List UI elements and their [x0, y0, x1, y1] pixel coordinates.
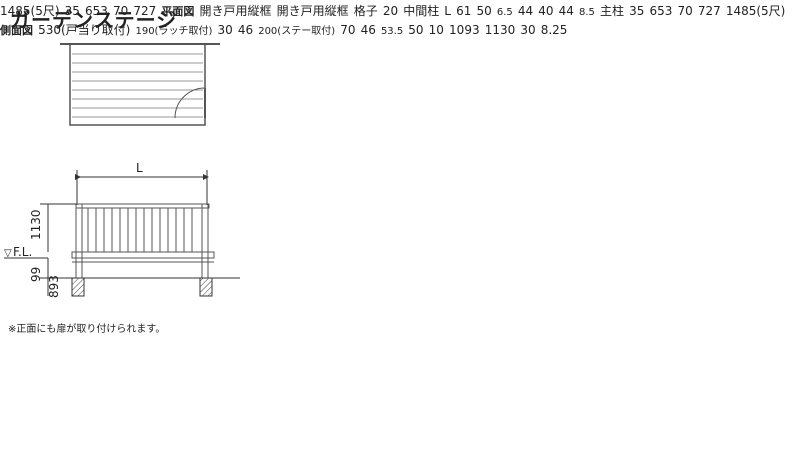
label-lattice: 格子	[353, 4, 378, 18]
plan-L-label: L	[444, 4, 451, 18]
plan-dim-50: 50	[476, 4, 492, 18]
floor-level-label: F.L.	[13, 245, 32, 259]
front-height-1130: 1130	[29, 209, 43, 240]
plan-section-title: 平面図	[161, 5, 195, 18]
side-dim-53-5: 53.5	[380, 26, 404, 37]
label-frame-b: 開き戸用縦框	[276, 4, 349, 18]
front-height-99: 99	[29, 267, 43, 282]
plan-dim-35: 35	[629, 4, 645, 18]
side-section-title: 側面図	[0, 24, 33, 37]
side-dim-30a: 30	[217, 23, 233, 37]
side-dim-30b: 30	[520, 23, 536, 37]
plan-dim-8-5: 8.5	[578, 7, 595, 18]
side-dim-46b: 46	[360, 23, 376, 37]
label-main-post: 主柱	[599, 4, 624, 18]
side-dim-190: 190(ラッチ取付)	[135, 26, 213, 37]
plan-dim-44b: 44	[558, 4, 574, 18]
side-dim-35: 35	[64, 4, 80, 18]
side-section-view: 側面図 530(戸当り取付) 190(ラッチ取付) 30 46 200(ステー取…	[0, 19, 567, 38]
side-dim-46a: 46	[237, 23, 254, 37]
side-dim-70: 70	[113, 4, 129, 18]
label-frame-a: 開き戸用縦框	[199, 4, 272, 18]
side-dim-10: 10	[428, 23, 444, 37]
side-dim-50: 50	[408, 23, 424, 37]
side-dim-70: 70	[340, 23, 356, 37]
plan-dim-727: 727	[697, 4, 721, 18]
side-dim-1093: 1093	[449, 23, 480, 37]
plan-dim-653: 653	[649, 4, 673, 18]
plan-dim-20: 20	[382, 4, 399, 18]
plan-dim-61: 61	[456, 4, 472, 18]
plan-total-label: 1485(5尺)	[725, 4, 786, 18]
front-height-893: 893	[47, 275, 61, 298]
side-total-label: 1485(5尺)	[0, 4, 60, 18]
side-dim-8-25: 8.25	[540, 23, 568, 37]
side-elevation: 1485(5尺) 35 653 70 727	[0, 0, 161, 19]
label-mid-post: 中間柱	[403, 4, 440, 18]
side-dim-653: 653	[85, 4, 108, 18]
top-plan-sketch	[60, 43, 220, 126]
side-dim-727: 727	[133, 4, 157, 18]
side-dim-530: 530(戸当り取付)	[38, 23, 131, 37]
plan-view: 平面図 開き戸用縦框 開き戸用縦框 格子 20 中間柱 L 61	[161, 0, 785, 19]
side-dim-200: 200(ステー取付)	[258, 26, 336, 37]
fl-marker-icon: ▽	[4, 248, 12, 259]
front-elevation: L 1130 ▽ F.L. 99 893	[4, 161, 240, 298]
footnote: ※正面にも扉が取り付けられます。	[8, 324, 166, 335]
side-dim-1130: 1130	[484, 23, 516, 37]
front-width-label: L	[136, 161, 143, 175]
plan-dim-44a: 44	[517, 4, 534, 18]
plan-dim-70: 70	[677, 4, 693, 18]
plan-dim-6-5: 6.5	[496, 7, 513, 18]
plan-dim-40: 40	[538, 4, 554, 18]
page-title: ガーデンステージ	[10, 8, 178, 32]
